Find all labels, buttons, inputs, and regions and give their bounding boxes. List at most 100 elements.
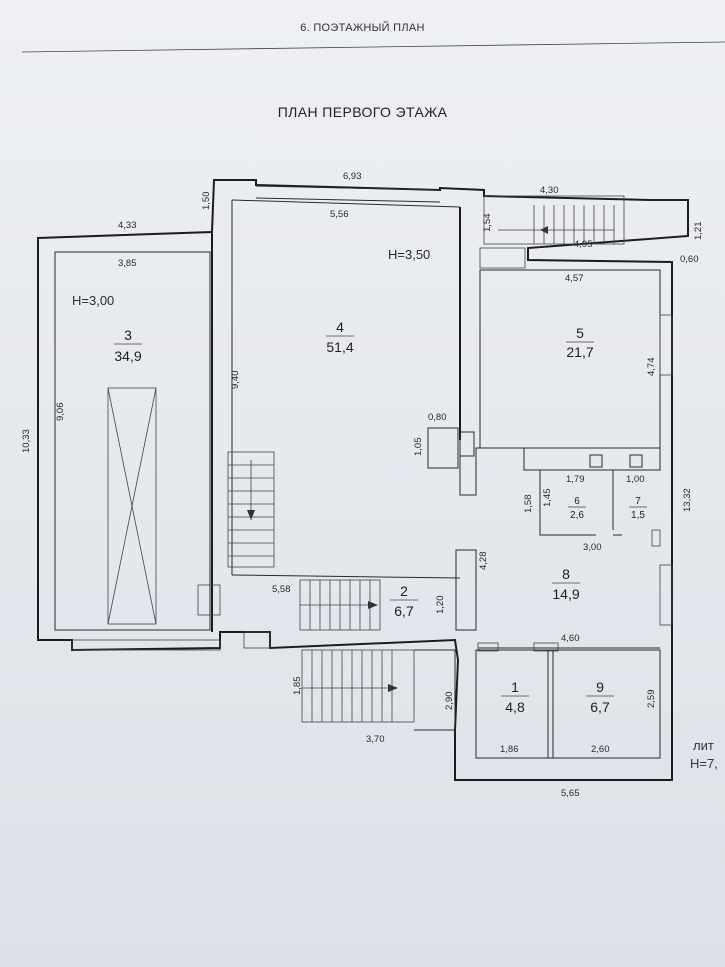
rooms-1-9-outline xyxy=(475,649,661,759)
stair-entrance-bottom-treads xyxy=(302,650,393,722)
stair-2-arrow xyxy=(368,601,378,609)
room-2-number: 2 xyxy=(400,583,408,599)
room-3-number: 3 xyxy=(124,327,132,343)
room-4-top-inner xyxy=(231,199,461,208)
stair-4-treads xyxy=(228,460,274,557)
wall-4-notch xyxy=(459,447,486,496)
room-9-number: 9 xyxy=(596,679,604,695)
dim-457: 4,57 xyxy=(565,273,584,284)
room-3-bottom-wall xyxy=(71,639,221,651)
room-8-number: 8 xyxy=(562,566,570,582)
dim-556: 5,56 xyxy=(330,209,349,220)
dim-185: 1,85 xyxy=(292,677,303,696)
door-3-2 xyxy=(197,584,221,616)
wall-4-2 xyxy=(231,574,461,579)
room-3-outline xyxy=(54,251,211,631)
door-9 xyxy=(533,642,559,652)
dim-370: 3,70 xyxy=(366,734,385,745)
door-5 xyxy=(479,247,526,269)
dim-259: 2,59 xyxy=(646,690,657,709)
section-title: 6. ПОЭТАЖНЫЙ ПЛАН xyxy=(300,22,425,34)
column-4 xyxy=(427,427,459,469)
lit-label: лит xyxy=(693,738,714,753)
dim-260: 2,60 xyxy=(591,744,610,755)
dim-433: 4,33 xyxy=(118,220,137,231)
stair-entrance-top-arrow xyxy=(540,226,548,234)
dim-179: 1,79 xyxy=(566,474,585,485)
room-1-area: 4,8 xyxy=(505,699,525,715)
door-1 xyxy=(477,642,499,652)
stair-entrance-bottom-arrow xyxy=(388,684,398,692)
room-2-area: 6,7 xyxy=(394,603,414,619)
dim-290: 2,90 xyxy=(444,692,455,711)
room-6-outline xyxy=(539,470,596,536)
dim-158: 1,58 xyxy=(523,495,534,514)
room-label-2: 2 6,7 xyxy=(390,583,418,619)
room-4-area: 51,4 xyxy=(326,339,353,355)
room-label-1: 1 4,8 xyxy=(501,679,529,715)
dim-430: 4,30 xyxy=(540,185,559,196)
dim-693: 6,93 xyxy=(343,171,362,182)
chimney-4 xyxy=(459,431,475,457)
room-label-4: 4 51,4 xyxy=(326,319,354,355)
room-3-area: 34,9 xyxy=(114,348,141,364)
garage-car-box xyxy=(107,387,157,625)
dim-1033: 10,33 xyxy=(21,429,32,453)
dim-940: 9,40 xyxy=(230,371,241,390)
vent-7 xyxy=(629,454,643,468)
stair-entrance-top-treads xyxy=(498,205,615,244)
dim-100: 1,00 xyxy=(626,474,645,485)
room-6-number: 6 xyxy=(574,496,580,507)
dim-120: 1,20 xyxy=(435,596,446,615)
garage-cross-2 xyxy=(107,387,157,625)
room-9-area: 6,7 xyxy=(590,699,610,715)
vent-6 xyxy=(589,454,603,468)
room-5-area: 21,7 xyxy=(566,344,593,360)
room-label-8: 8 14,9 xyxy=(552,566,580,602)
dim-428: 4,28 xyxy=(478,552,489,571)
room-7-number: 7 xyxy=(635,496,641,507)
dim-460: 4,60 xyxy=(561,633,580,644)
dim-1332: 13,32 xyxy=(682,488,693,512)
room-5-number: 5 xyxy=(576,325,584,341)
window-4-top-inner xyxy=(255,197,441,203)
dim-154: 1,54 xyxy=(482,214,493,233)
door-entrance xyxy=(243,631,271,649)
height-room-4: H=3,50 xyxy=(388,247,430,262)
dim-565: 5,65 xyxy=(561,788,580,799)
dim-906: 9,06 xyxy=(55,403,66,422)
wall-2-8 xyxy=(455,549,477,631)
room-6-area: 2,6 xyxy=(570,510,584,521)
entrance-vestibule xyxy=(414,649,456,731)
stair-4 xyxy=(227,451,275,568)
stair-4-arrow xyxy=(247,510,255,520)
room-7-area: 1,5 xyxy=(631,510,645,521)
room-1-number: 1 xyxy=(511,679,519,695)
stair-2-treads xyxy=(300,580,371,630)
room-label-6: 6 2,6 xyxy=(568,496,586,521)
dim-300: 3,00 xyxy=(583,542,602,553)
dim-121: 1,21 xyxy=(693,222,704,241)
dim-060: 0,60 xyxy=(680,254,699,265)
room-label-5: 5 21,7 xyxy=(566,325,594,360)
height-room-3: H=3,00 xyxy=(72,293,114,308)
dim-105: 1,05 xyxy=(413,438,424,457)
room-8-area: 14,9 xyxy=(552,586,579,602)
dim-385: 3,85 xyxy=(118,258,137,269)
dim-150: 1,50 xyxy=(201,192,212,211)
window-5 xyxy=(659,314,673,376)
rooms-6-7-top xyxy=(523,448,661,471)
stair-entrance-bottom xyxy=(301,649,415,723)
room-4-number: 4 xyxy=(336,319,344,335)
room-label-7: 7 1,5 xyxy=(629,496,647,521)
room-label-9: 9 6,7 xyxy=(586,679,614,715)
dim-080: 0,80 xyxy=(428,412,447,423)
height-side-label: H=7, xyxy=(690,756,718,771)
room-label-3: 3 34,9 xyxy=(114,327,142,364)
dim-186: 1,86 xyxy=(500,744,519,755)
header-rule xyxy=(21,41,725,53)
dim-558: 5,58 xyxy=(272,584,291,595)
dim-474: 4,74 xyxy=(646,358,657,377)
door-7 xyxy=(651,529,661,547)
